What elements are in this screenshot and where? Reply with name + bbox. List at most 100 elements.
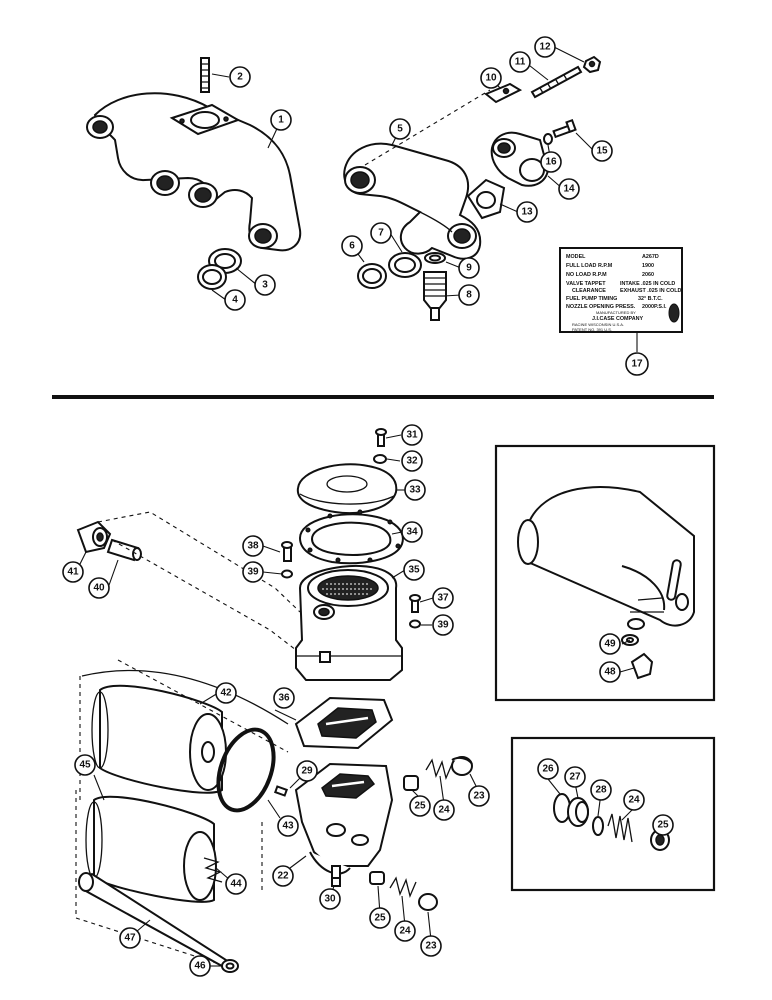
adapter-casting: [343, 142, 482, 260]
svg-text:44: 44: [230, 879, 242, 890]
callout-29: 29: [296, 760, 318, 782]
svg-text:45: 45: [79, 760, 91, 771]
bolt-11: [530, 65, 583, 99]
svg-text:8: 8: [466, 290, 472, 301]
decal-value-model: A267D: [642, 254, 659, 260]
callout-24-inset: 24: [623, 789, 645, 811]
svg-text:40: 40: [93, 583, 105, 594]
specification-decal: MODEL A267D FULL LOAD R.P.M 1900 NO LOAD…: [559, 247, 683, 333]
callout-36: 36: [273, 687, 295, 709]
callout-39-right: 39: [432, 614, 454, 636]
callout-33: 33: [404, 479, 426, 501]
air-cleaner-base: [294, 762, 394, 881]
svg-text:42: 42: [220, 688, 232, 699]
callout-32: 32: [401, 450, 423, 472]
cap-23-lower: [418, 893, 438, 911]
washer-46: [221, 959, 239, 973]
capscrew-38: [281, 541, 293, 562]
valve-25-lower: [369, 871, 385, 885]
nut-12: [582, 55, 602, 74]
svg-text:36: 36: [278, 693, 290, 704]
svg-text:38: 38: [247, 541, 259, 552]
svg-text:30: 30: [324, 894, 336, 905]
decal-label-clearance: CLEARANCE: [572, 288, 606, 294]
callout-25-inset: 25: [652, 814, 674, 836]
callout-11: 11: [509, 51, 531, 73]
callout-23-upper: 23: [468, 785, 490, 807]
callout-15: 15: [591, 140, 613, 162]
callout-25-lower: 25: [369, 907, 391, 929]
gasket-ring-6: [357, 263, 387, 289]
svg-text:24: 24: [399, 926, 411, 937]
svg-text:5: 5: [397, 124, 403, 135]
capscrew-37: [409, 594, 421, 613]
svg-text:35: 35: [408, 565, 420, 576]
callout-35: 35: [403, 559, 425, 581]
svg-text:49: 49: [604, 639, 616, 650]
decal-value-full-load: 1900: [642, 263, 654, 269]
decal-label-no-load: NO LOAD R.P.M: [566, 272, 607, 278]
callout-5: 5: [389, 118, 411, 140]
callout-7: 7: [370, 222, 392, 244]
svg-text:33: 33: [409, 485, 421, 496]
callout-42: 42: [215, 682, 237, 704]
decal-label-nozzle: NOZZLE OPENING PRESS.: [566, 304, 636, 310]
callout-23-lower: 23: [420, 935, 442, 957]
decal-value-intake: INTAKE .025 IN COLD: [620, 281, 675, 287]
callout-14: 14: [558, 178, 580, 200]
svg-text:3: 3: [262, 280, 268, 291]
callout-43: 43: [277, 815, 299, 837]
callout-17: 17: [625, 352, 649, 376]
callout-2: 2: [229, 66, 251, 88]
svg-text:39: 39: [247, 567, 259, 578]
decal-value-exhaust: EXHAUST .025 IN COLD: [620, 288, 682, 294]
svg-text:37: 37: [437, 593, 449, 604]
svg-text:34: 34: [406, 527, 418, 538]
svg-text:32: 32: [406, 456, 418, 467]
bolt-29: [273, 785, 289, 797]
decal-label-fuel-pump: FUEL PUMP TIMING: [566, 296, 617, 302]
svg-text:46: 46: [194, 961, 206, 972]
case-logo: [668, 303, 680, 323]
callout-46: 46: [189, 955, 211, 977]
svg-text:24: 24: [628, 795, 640, 806]
callout-9: 9: [458, 257, 480, 279]
decal-maker-patent: PATENT NO. 391 U.S.: [572, 327, 612, 332]
gasket-36: [294, 696, 394, 750]
callout-4: 4: [224, 289, 246, 311]
spring-24-upper: [425, 758, 453, 781]
callout-45: 45: [74, 754, 96, 776]
svg-text:13: 13: [521, 207, 533, 218]
plug-30: [331, 877, 341, 887]
svg-text:25: 25: [657, 820, 669, 831]
svg-text:47: 47: [124, 933, 136, 944]
svg-text:23: 23: [473, 791, 485, 802]
sealing-ring-7: [388, 252, 422, 278]
valve-8: [423, 271, 447, 321]
callout-34: 34: [401, 521, 423, 543]
capscrew-31: [375, 428, 387, 447]
decal-label-full-load: FULL LOAD R.P.M: [566, 263, 613, 269]
callout-12: 12: [534, 36, 556, 58]
callout-25-upper: 25: [409, 795, 431, 817]
svg-text:11: 11: [515, 57, 526, 68]
seal-ring-43: [216, 727, 276, 813]
svg-text:1: 1: [278, 115, 284, 126]
decal-value-no-load: 2060: [642, 272, 654, 278]
callout-24-lower: 24: [394, 920, 416, 942]
decal-label-model: MODEL: [566, 254, 586, 260]
gasket-ring-4: [197, 264, 227, 290]
filter-element-inner: [85, 795, 217, 903]
svg-text:25: 25: [374, 913, 386, 924]
clamp-10: [484, 82, 523, 104]
svg-text:23: 23: [425, 941, 437, 952]
elbow-14: [490, 131, 550, 187]
callout-38: 38: [242, 535, 264, 557]
callout-13: 13: [516, 201, 538, 223]
nipple-40: [106, 538, 142, 562]
callout-8: 8: [458, 284, 480, 306]
washer-9: [424, 252, 446, 264]
svg-text:4: 4: [232, 295, 238, 306]
callout-28: 28: [590, 779, 612, 801]
